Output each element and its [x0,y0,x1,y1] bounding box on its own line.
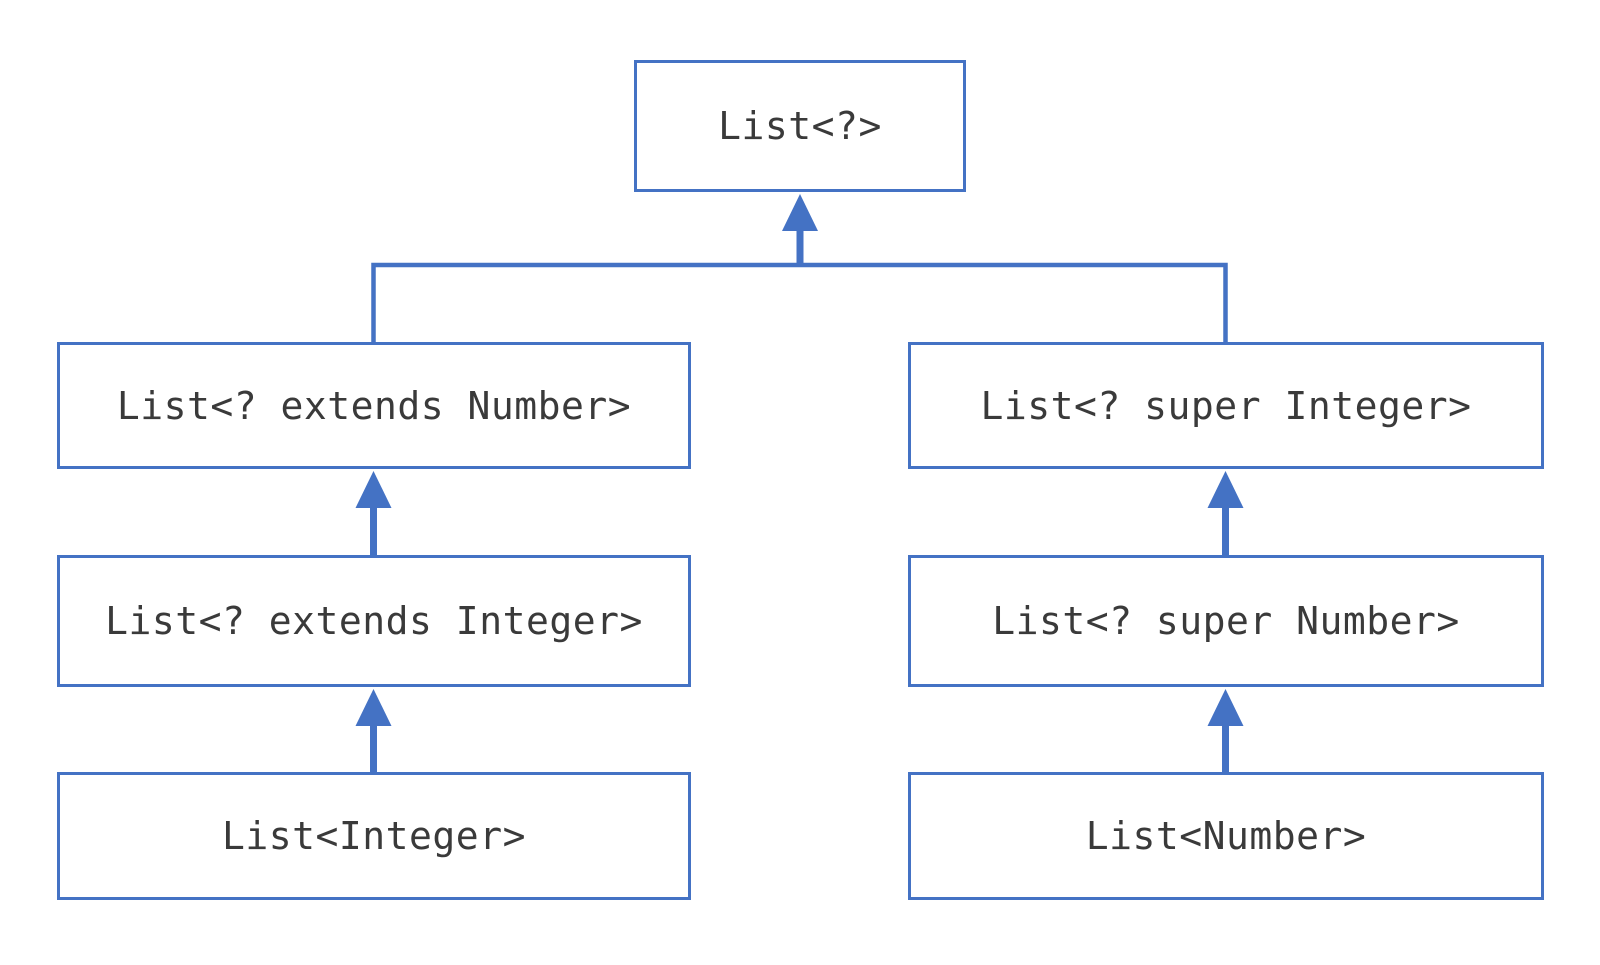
node-list-integer: List<Integer> [57,772,691,900]
arrowhead-integer-to-extends-integer [355,689,392,726]
arrowhead-super-number-to-super-integer [1207,471,1244,508]
node-list-extends-integer: List<? extends Integer> [57,555,691,687]
node-list-extends-number-label: List<? extends Number> [116,383,632,428]
node-list-super-number: List<? super Number> [908,555,1544,687]
node-list-integer-label: List<Integer> [222,814,526,858]
arrowhead-extends-integer-to-extends-number [355,471,392,508]
node-list-super-integer: List<? super Integer> [908,342,1544,469]
node-list-extends-integer-label: List<? extends Integer> [105,599,643,643]
arrowhead-number-to-super-number [1207,689,1244,726]
node-list-number-label: List<Number> [1085,814,1367,858]
arrowhead-to-root [782,194,818,231]
node-list-number: List<Number> [908,772,1544,900]
node-list-super-integer-label: List<? super Integer> [980,383,1472,428]
node-list-wildcard-label: List<?> [718,104,882,148]
edge-branch-bracket [371,262,1228,344]
node-list-super-number-label: List<? super Number> [992,599,1460,643]
node-list-wildcard: List<?> [634,60,966,192]
node-list-extends-number: List<? extends Number> [57,342,691,469]
